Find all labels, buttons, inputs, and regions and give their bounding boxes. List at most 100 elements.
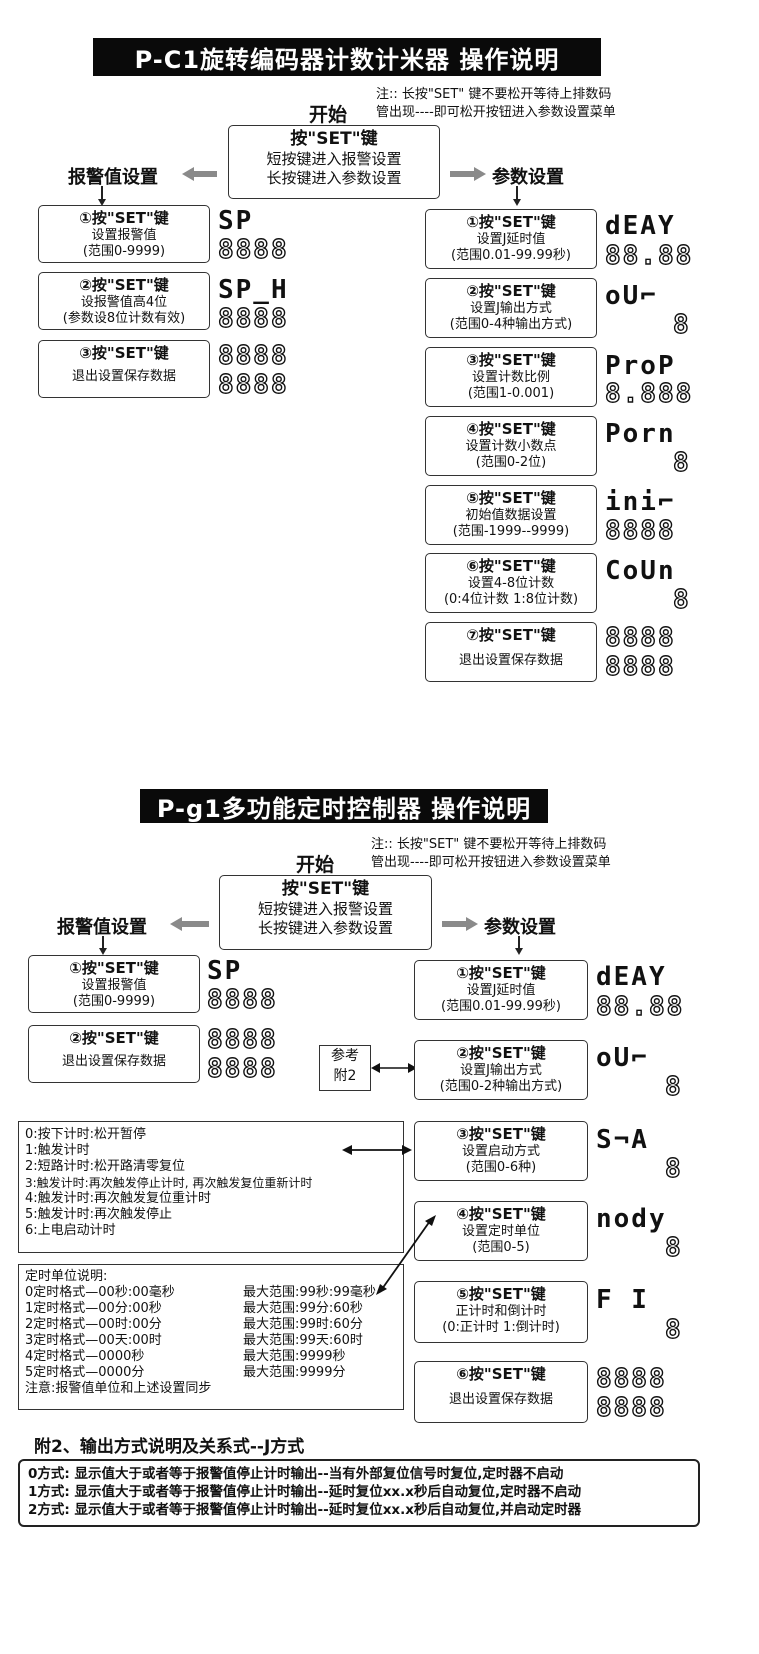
step-desc: 退出设置保存数据 xyxy=(458,653,563,668)
pg1-ref-double-arrow-icon xyxy=(371,1063,417,1073)
units-range: 最大范围:9999分 xyxy=(243,1365,346,1380)
step-range: (范围0-4种输出方式) xyxy=(449,317,573,332)
pc1-left-step-3: ③按"SET"键 退出设置保存数据 xyxy=(38,340,210,398)
pc1-right-step-4: ④按"SET"键 设置计数小数点 (范围0-2位) xyxy=(425,416,597,476)
pg1-left-2-digits: 8888 xyxy=(206,1054,278,1084)
pc1-right-6-digits: 8 xyxy=(672,585,691,615)
step-desc: 设置报警值 xyxy=(81,978,147,993)
step-desc: 退出设置保存数据 xyxy=(448,1392,553,1407)
pg1-appendix-title: 附2、输出方式说明及关系式--J方式 xyxy=(34,1437,305,1457)
pg1-units-double-arrow-icon xyxy=(376,1215,436,1295)
pg1-right-4-digits: 8 xyxy=(664,1233,683,1263)
step-title: ②按"SET"键 xyxy=(466,282,556,300)
pg1-right-connector xyxy=(518,936,520,951)
pc1-right-step-6: ⑥按"SET"键 设置4-8位计数 (0:4位计数 1:8位计数) xyxy=(425,553,597,613)
step-desc: 初始值数据设置 xyxy=(465,508,557,523)
pc1-left-1-digits: 8888 xyxy=(217,235,289,265)
step-desc: 设置计数小数点 xyxy=(465,439,557,454)
step-title: ⑤按"SET"键 xyxy=(456,1285,546,1303)
pc1-left-arrow-icon xyxy=(182,167,194,181)
units-range: 最大范围:99时:60分 xyxy=(243,1317,363,1332)
units-row: 1定时格式—00分:00秒最大范围:99分:60秒 xyxy=(25,1301,397,1317)
units-row: 2定时格式—00时:00分最大范围:99时:60分 xyxy=(25,1317,397,1333)
units-range: 最大范围:99秒:99毫秒 xyxy=(243,1285,376,1300)
step-desc: 设置J延时值 xyxy=(466,983,536,998)
ref-line-2: 附2 xyxy=(333,1068,357,1084)
pc1-right-step-3: ③按"SET"键 设置计数比例 (范围1-0.001) xyxy=(425,347,597,407)
step-title: ⑦按"SET"键 xyxy=(466,626,556,644)
pg1-note: 注:: 长按"SET" 键不要松开等待上排数码 管出现----即可松开按钮进入参… xyxy=(371,836,611,872)
pg1-title: P-g1多功能定时控制器 操作说明 xyxy=(140,789,548,823)
units-row: 0定时格式—00秒:00毫秒 最大范围:99秒:99毫秒 xyxy=(25,1285,397,1301)
pg1-right-1-digits: 88.88 xyxy=(595,992,685,1022)
step-desc: 设置J输出方式 xyxy=(460,1063,542,1078)
pg1-right-step-1: ①按"SET"键 设置J延时值 (范围0.01-99.99秒) xyxy=(414,960,588,1020)
pc1-right-6-code: CoUn xyxy=(605,556,676,586)
pc1-right-arrow-icon xyxy=(474,167,486,181)
start-mode-line: 2:短路计时:松开路清零复位 xyxy=(25,1159,186,1174)
pg1-right-step-5: ⑤按"SET"键 正计时和倒计时 (0:正计时 1:倒计时) xyxy=(414,1281,588,1343)
units-row: 4定时格式—0000秒最大范围:9999秒 xyxy=(25,1349,397,1365)
pg1-right-step-3: ③按"SET"键 设置启动方式 (范围0-6种) xyxy=(414,1121,588,1181)
step-desc: 退出设置保存数据 xyxy=(71,369,176,384)
step-desc: 设置计数比例 xyxy=(471,370,550,385)
step-range: (0:正计时 1:倒计时) xyxy=(442,1320,560,1335)
pc1-center-box: 按"SET"键 短按键进入报警设置 长按键进入参数设置 xyxy=(228,125,440,199)
pg1-ref-box: 参考 附2 xyxy=(319,1045,371,1091)
pc1-left-connector xyxy=(101,186,103,202)
pg1-left-step-1: ①按"SET"键 设置报警值 (范围0-9999) xyxy=(28,955,200,1013)
start-mode-line: 0:按下计时:松开暂停 xyxy=(25,1127,147,1142)
units-footer: 注意:报警值单位和上述设置同步 xyxy=(25,1381,212,1396)
appendix-line: 2方式: 显示值大于或者等于报警值停止计时输出--延时复位xx.x秒后自动复位,… xyxy=(28,1502,582,1518)
start-mode-line: 3:触发计时:再次触发停止计时, 再次触发复位重新计时 xyxy=(25,1176,313,1190)
pg1-start-modes-box: 0:按下计时:松开暂停 1:触发计时 2:短路计时:松开路清零复位 3:触发计时… xyxy=(18,1121,404,1253)
pg1-left-heading: 报警值设置 xyxy=(57,917,147,938)
pc1-left-step-1: ①按"SET"键 设置报警值 (范围0-9999) xyxy=(38,205,210,263)
step-desc: 退出设置保存数据 xyxy=(61,1054,166,1069)
units-row: 5定时格式—0000分 最大范围:9999分 xyxy=(25,1365,397,1381)
pc1-left-arrow-bar xyxy=(193,171,217,177)
units-format: 5定时格式—0000分 xyxy=(25,1365,145,1380)
pc1-center-line-1: 短按键进入报警设置 xyxy=(266,150,402,168)
start-mode-line: 5:触发计时:再次触发停止 xyxy=(25,1207,173,1222)
units-format: 0定时格式—00秒:00毫秒 xyxy=(25,1285,175,1300)
pc1-right-5-digits: 8888 xyxy=(604,516,676,546)
pg1-left-down-icon xyxy=(99,948,107,955)
step-title: ①按"SET"键 xyxy=(79,209,169,227)
start-mode-line: 4:触发计时:再次触发复位重计时 xyxy=(25,1191,212,1206)
pg1-right-3-digits: 8 xyxy=(664,1154,683,1184)
step-title: ②按"SET"键 xyxy=(69,1029,159,1047)
pc1-right-connector xyxy=(516,186,518,202)
pg1-center-title: 按"SET"键 xyxy=(281,879,370,899)
step-desc: 设置报警值 xyxy=(91,228,157,243)
pg1-right-heading: 参数设置 xyxy=(484,917,556,938)
pc1-right-3-digits: 8.888 xyxy=(604,379,694,409)
step-range: (范围0-5) xyxy=(472,1240,530,1255)
start-mode-line: 1:触发计时 xyxy=(25,1143,90,1158)
pc1-right-step-2: ②按"SET"键 设置J输出方式 (范围0-4种输出方式) xyxy=(425,278,597,338)
pc1-right-step-1: ①按"SET"键 设置J延时值 (范围0.01-99.99秒) xyxy=(425,209,597,269)
pg1-start-label: 开始 xyxy=(296,854,335,876)
pg1-note-line-1: 注:: 长按"SET" 键不要松开等待上排数码 xyxy=(371,837,607,852)
pc1-center-title: 按"SET"键 xyxy=(290,129,378,149)
pg1-right-5-code: F I xyxy=(596,1285,649,1315)
step-title: ①按"SET"键 xyxy=(69,959,159,977)
step-title: ④按"SET"键 xyxy=(456,1205,546,1223)
pg1-center-box: 按"SET"键 短按键进入报警设置 长按键进入参数设置 xyxy=(219,875,432,950)
pg1-right-arrow-icon xyxy=(466,917,478,931)
step-desc: 设置定时单位 xyxy=(461,1224,540,1239)
step-range: (范围0-2位) xyxy=(475,455,547,470)
pc1-right-heading: 参数设置 xyxy=(492,167,564,188)
step-range: (范围-1999--9999) xyxy=(452,524,570,539)
pg1-right-2-code: oU⌐ xyxy=(596,1043,649,1073)
pc1-right-1-code: dEAY xyxy=(605,211,676,241)
pg1-left-2-top: 8888 xyxy=(206,1025,278,1055)
pg1-left-connector xyxy=(102,936,104,951)
pc1-right-step-5: ⑤按"SET"键 初始值数据设置 (范围-1999--9999) xyxy=(425,485,597,545)
units-format: 1定时格式—00分:00秒 xyxy=(25,1301,162,1316)
start-mode-line: 6:上电启动计时 xyxy=(25,1223,116,1238)
ref-line-1: 参考 xyxy=(331,1048,359,1064)
appendix-line: 0方式: 显示值大于或者等于报警值停止计时输出--当有外部复位信号时复位,定时器… xyxy=(28,1466,564,1482)
pc1-right-4-digits: 8 xyxy=(672,448,691,478)
pg1-left-step-2: ②按"SET"键 退出设置保存数据 xyxy=(28,1025,200,1083)
